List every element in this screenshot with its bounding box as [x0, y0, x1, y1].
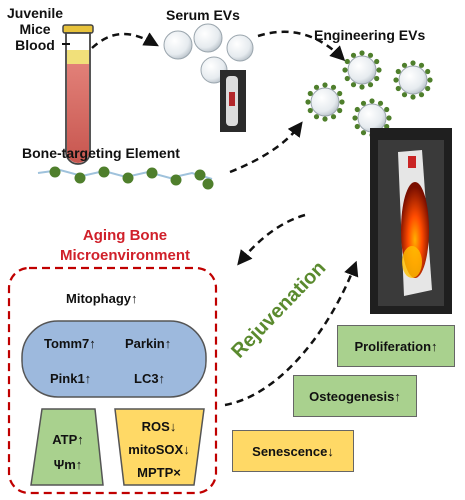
ev-surface-dot	[395, 68, 401, 75]
parkin-label: Parkin↑	[125, 336, 172, 351]
serum-ev-vesicles	[163, 23, 254, 84]
bone-targeting-element-chain	[37, 166, 214, 190]
bone-targeting-bead	[194, 169, 206, 181]
ev-surface-dot	[354, 123, 360, 130]
ros-label: ROS↓	[141, 419, 177, 434]
ev-surface-dot	[307, 107, 313, 114]
ev-surface-dot	[339, 99, 345, 105]
aging-bone-title: Aging Bone Microenvironment	[30, 226, 220, 266]
ev-surface-dot	[360, 100, 367, 106]
bone-targeting-element-label: Bone-targeting Element	[22, 145, 180, 161]
ev-surface-dot	[410, 94, 416, 100]
senescence-box: Senescence↓	[232, 430, 354, 472]
arrow-blood-to-serum	[91, 32, 159, 49]
ev-surface-dot	[344, 58, 350, 65]
proliferation-box: Proliferation↑	[337, 325, 455, 367]
ev-surface-dot	[322, 82, 328, 88]
lc3-label: LC3↑	[134, 371, 166, 386]
ev-surface-dot	[354, 106, 360, 113]
ev-surface-dot	[360, 130, 367, 136]
ev-surface-dot	[410, 60, 416, 66]
aging-bone-region	[7, 266, 218, 495]
engineering-ev-vesicle	[398, 65, 428, 95]
ev-surface-dot	[330, 84, 337, 90]
mitophagy-marker-panel	[21, 320, 207, 398]
ev-surface-dot	[427, 77, 433, 83]
ev-surface-dot	[401, 62, 408, 68]
bone-targeting-bead	[74, 172, 86, 184]
test-tube-icon	[62, 24, 94, 165]
atp-label: ATP↑	[52, 432, 84, 447]
atp-panel	[30, 408, 104, 486]
ev-surface-dot	[367, 82, 374, 88]
bone-targeting-bead	[49, 166, 61, 178]
pink1-label: Pink1↑	[50, 371, 92, 386]
ev-surface-dot	[350, 82, 357, 88]
ev-surface-dot	[337, 107, 343, 114]
osteogenesis-box: Osteogenesis↑	[293, 375, 417, 417]
mice-line: Mice	[19, 21, 51, 37]
ev-surface-dot	[395, 85, 401, 92]
juvenile-blood-label: Juvenile Mice Blood	[5, 5, 65, 53]
bone-targeting-bead	[202, 178, 214, 190]
mptp-label: MPTP×	[137, 465, 181, 480]
ev-surface-dot	[352, 115, 358, 121]
ev-surface-dot	[313, 84, 320, 90]
engineering-ev-vesicle	[347, 55, 377, 85]
ev-surface-dot	[369, 98, 375, 104]
engineering-ev-vesicle	[357, 103, 387, 133]
mitosox-label: mitoSOX↓	[128, 442, 190, 457]
ev-surface-dot	[367, 52, 374, 58]
ev-surface-dot	[305, 99, 311, 105]
arrow-to-aging-bone	[237, 213, 306, 266]
bone-targeting-bead	[170, 174, 182, 186]
ev-surface-dot	[307, 90, 313, 97]
arrow-element-to-engineering	[229, 121, 303, 174]
ev-surface-dot	[344, 75, 350, 82]
ev-surface-dot	[418, 62, 425, 68]
ev-surface-dot	[384, 123, 390, 130]
ev-surface-dot	[330, 114, 337, 120]
ev-surface-dot	[425, 68, 431, 75]
bone-targeting-bead	[122, 172, 134, 184]
engineering-evs-label: Engineering EVs	[314, 27, 426, 43]
ev-surface-dot	[322, 116, 328, 122]
arrow-rejuvenation	[224, 260, 359, 407]
ev-surface-dot	[377, 100, 384, 106]
ev-surface-dot	[337, 90, 343, 97]
aging-bone-line2: Microenvironment	[59, 247, 191, 264]
mitophagy-label: Mitophagy↑	[66, 291, 138, 306]
blood-line: Blood	[15, 37, 55, 53]
ev-surface-dot	[384, 106, 390, 113]
engineering-ev-vesicle	[310, 87, 340, 117]
ev-surface-dot	[401, 92, 408, 98]
ev-surface-dot	[425, 85, 431, 92]
ev-surface-dot	[418, 92, 425, 98]
ev-surface-dot	[350, 52, 357, 58]
juvenile-line: Juvenile	[6, 5, 64, 21]
ev-surface-dot	[374, 75, 380, 82]
ev-surface-dot	[359, 84, 365, 90]
ev-surface-dot	[342, 67, 348, 73]
bone-targeting-bead	[146, 167, 158, 179]
ev-surface-dot	[359, 50, 365, 56]
aging-bone-line1: Aging Bone	[82, 227, 168, 244]
ev-surface-dot	[386, 115, 392, 121]
tomm7-label: Tomm7↑	[44, 336, 96, 351]
psi-m-label: Ψm↑	[53, 457, 83, 472]
small-bone-image	[220, 70, 246, 132]
ev-surface-dot	[313, 114, 320, 120]
engineering-ev-vesicles	[305, 50, 433, 138]
ev-surface-dot	[376, 67, 382, 73]
fluorescent-bone-image	[370, 128, 452, 314]
bone-targeting-bead	[98, 166, 110, 178]
serum-evs-label: Serum EVs	[166, 7, 240, 23]
ros-panel	[114, 408, 205, 486]
ev-surface-dot	[393, 77, 399, 83]
ev-surface-dot	[374, 58, 380, 65]
